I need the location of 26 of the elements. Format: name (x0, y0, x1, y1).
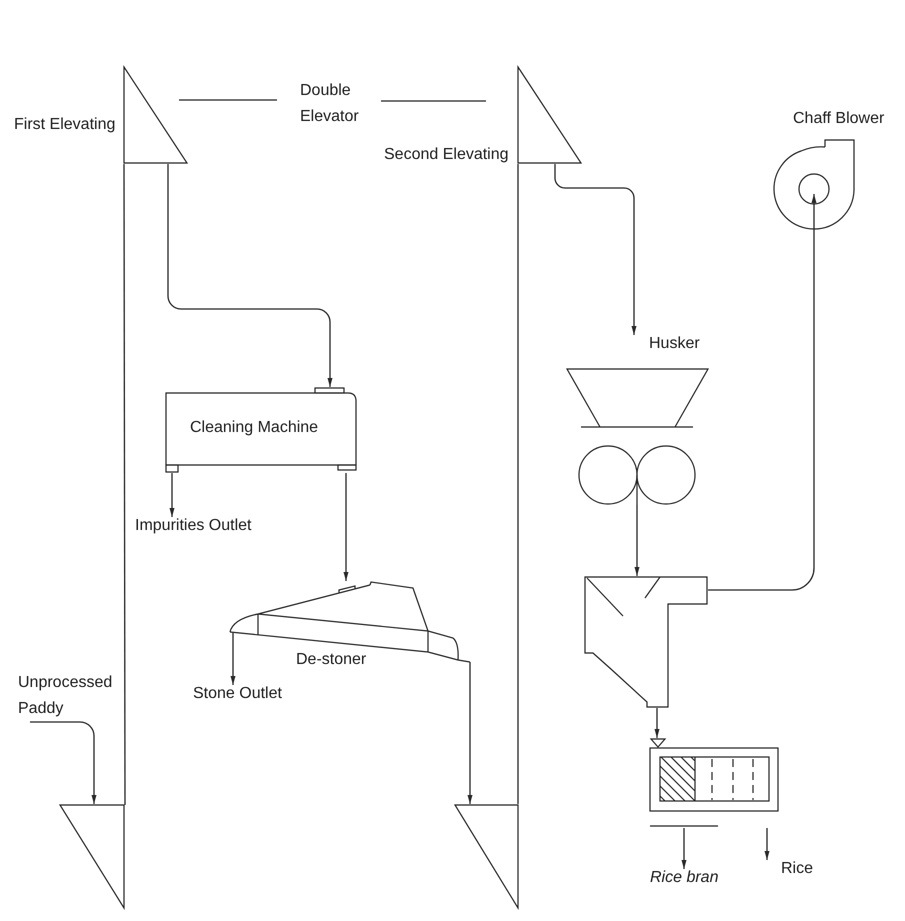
flow-arrow (468, 662, 472, 804)
outlet-label: Impurities Outlet (135, 517, 252, 535)
machine-label: De-stoner (296, 651, 366, 669)
machine-label: Husker (649, 335, 700, 353)
flow-arrow (682, 828, 686, 869)
flow-arrow (344, 473, 348, 581)
flow-arrow (708, 194, 816, 591)
machine-label: Cleaning Machine (190, 419, 318, 437)
product-label: Rice (762, 860, 814, 878)
elevator-shaft-line (517, 164, 519, 804)
flow-arrow (230, 633, 236, 685)
elevator-label: Double Elevator (300, 81, 360, 127)
elevator-shaft-line (123, 164, 126, 805)
flow-arrow (764, 828, 770, 860)
flow-arrow (554, 164, 636, 335)
flow-arrow (30, 721, 96, 804)
elevator-label: First Elevating (14, 116, 116, 134)
flow-arrow (170, 473, 174, 517)
flow-arrow (167, 164, 332, 387)
input-label: Unprocessed Paddy (18, 670, 118, 722)
machine-label: Chaff Blower (793, 110, 884, 128)
flow-arrow (654, 708, 660, 738)
flow-arrow (634, 505, 640, 576)
product-label: Rice bran (650, 869, 718, 887)
elevator-label: Second Elevating (384, 146, 509, 164)
outlet-label: Stone Outlet (193, 685, 282, 703)
